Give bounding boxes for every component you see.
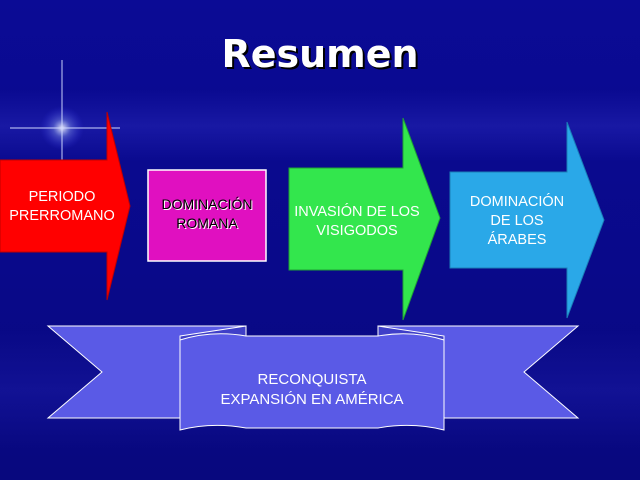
banner-line-reconquista: RECONQUISTA	[257, 371, 367, 388]
step-label-line: DOMINACIÓN	[469, 194, 565, 210]
step-label-dominacion-arabes: DOMINACIÓN DE LOS ÁRABES	[450, 193, 584, 250]
step-label-invasion-visigodos: INVASIÓN DE LOS VISIGODOS	[284, 203, 430, 241]
step-label-line: VISIGODOS	[316, 223, 398, 239]
arrow-invasion-visigodos	[288, 117, 441, 321]
box-dominacion-romana	[147, 169, 267, 262]
step-label-line: ROMANA	[176, 215, 238, 231]
banner-label: RECONQUISTA EXPANSIÓN EN AMÉRICA	[182, 370, 442, 410]
step-label-dominacion-romana: DOMINACIÓN ROMANA	[148, 195, 266, 233]
step-label-line: ÁRABES	[487, 232, 547, 248]
step-label-line: DE LOS	[490, 213, 544, 229]
step-label-periodo-prerromano: PERIODO PRERROMANO	[0, 188, 124, 226]
step-label-line: PRERROMANO	[9, 208, 115, 224]
arrow-periodo-prerromano	[0, 111, 131, 301]
step-label-line: INVASIÓN DE LOS	[294, 204, 420, 220]
step-label-line: PERIODO	[28, 189, 96, 205]
reconquista-banner	[46, 325, 580, 431]
banner-line-expansion: EXPANSIÓN EN AMÉRICA	[220, 391, 404, 408]
arrow-dominacion-arabes	[449, 121, 605, 319]
slide-title: Resumen	[221, 32, 419, 76]
step-label-line: DOMINACIÓN	[161, 196, 253, 212]
